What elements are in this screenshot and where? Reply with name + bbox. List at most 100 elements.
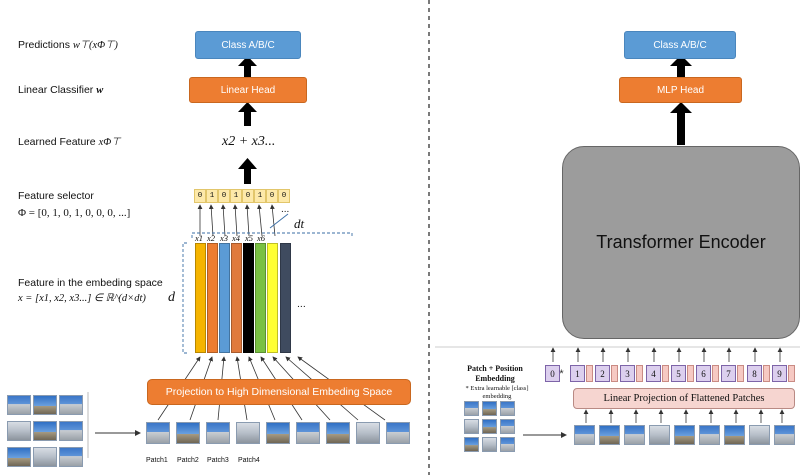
left-class-box: Class A/B/C [195, 31, 301, 59]
feature-label: x1 [195, 233, 204, 243]
patch-tile [176, 422, 200, 444]
transformer-encoder-box: Transformer Encoder [562, 146, 800, 339]
image-tile [33, 447, 57, 467]
patch-tile [699, 425, 720, 445]
position-token: 2 [595, 365, 610, 382]
thick-arrow-head-to-class [238, 56, 257, 77]
thick-arrow-encoder-to-mlp [670, 102, 692, 145]
selector-bit: 0 [266, 189, 278, 203]
image-tile [500, 401, 515, 416]
bars-bracket [182, 213, 353, 354]
token-arrows [550, 347, 783, 362]
image-tile [33, 421, 57, 441]
position-token: 0 [545, 365, 560, 382]
patch-label: Patch3 [207, 457, 229, 464]
image-tile [464, 419, 479, 434]
image-tile [464, 437, 479, 452]
embedding-bar [243, 243, 254, 353]
dt-label: dt [294, 216, 305, 231]
patch-tile [749, 425, 770, 445]
image-tile [464, 401, 479, 416]
selector-bit: 0 [242, 189, 254, 203]
embedding-bar [195, 243, 206, 353]
position-token: 1 [570, 365, 585, 382]
thick-arrow-feature-to-head [238, 102, 257, 126]
image-tile [59, 447, 83, 467]
feature-selector-label: Feature selector [18, 190, 94, 202]
selector-ellipsis: ... [281, 204, 290, 215]
linear-head-box: Linear Head [189, 77, 307, 103]
extra-embedding-note: * Extra learnable [class] embedding [465, 385, 529, 400]
patch-label: Patch4 [238, 457, 260, 464]
learned-feature-label: Learned Feature xΦ⊤ [18, 136, 121, 148]
patch-label: Patch2 [177, 457, 199, 464]
mlp-head-box: MLP Head [619, 77, 742, 103]
bars-ellipsis: ... [297, 298, 306, 310]
x-definition: x = [x1, x2, x3...] ∈ ℝ^(d×dt) [18, 293, 146, 304]
patch-position-title: Patch + Position Embedding [467, 364, 523, 383]
patch-tile [599, 425, 620, 445]
patch-tile [624, 425, 645, 445]
class-token-marker: * [559, 367, 564, 380]
feature-label: x6 [257, 233, 266, 243]
feature-label: x5 [245, 233, 254, 243]
phi-definition: Φ = [0, 1, 0, 1, 0, 0, 0, ...] [18, 207, 131, 219]
position-token: 4 [646, 365, 661, 382]
patch-tile [356, 422, 380, 444]
thick-arrow-selector-to-feature [238, 158, 257, 184]
image-tile [7, 421, 31, 441]
right-class-box: Class A/B/C [624, 31, 736, 59]
image-tile [500, 437, 515, 452]
image-tile [7, 447, 31, 467]
embedding-bar [207, 243, 218, 353]
embedding-bar [231, 243, 242, 353]
patch-tile [266, 422, 290, 444]
patch-tile [774, 425, 795, 445]
patch-tile [674, 425, 695, 445]
selector-bit: 1 [206, 189, 218, 203]
selector-bit: 0 [194, 189, 206, 203]
patch-tile [296, 422, 320, 444]
patch-label: Patch1 [146, 457, 168, 464]
patch-tile [236, 422, 260, 444]
linear-projection-box: Linear Projection of Flattened Patches [573, 388, 795, 409]
image-tile [59, 395, 83, 415]
image-tile [482, 401, 497, 416]
patch-tile [326, 422, 350, 444]
position-token: 9 [772, 365, 787, 382]
selector-bit: 1 [230, 189, 242, 203]
image-tile [482, 419, 497, 434]
position-token: 3 [620, 365, 635, 382]
patch-to-proj-arrows [583, 409, 785, 423]
image-tile [482, 437, 497, 452]
patch-tile [386, 422, 410, 444]
position-token: 5 [671, 365, 686, 382]
predictions-label: Predictions w⊤(xΦ⊤) [18, 39, 118, 51]
position-token: 8 [747, 365, 762, 382]
linear-classifier-label: Linear Classifier w [18, 84, 104, 96]
selector-bit: 0 [278, 189, 290, 203]
patch-tile [649, 425, 670, 445]
embedding-bar [219, 243, 230, 353]
embedding-space-label: Feature in the embeding space [18, 277, 163, 289]
feature-label: x4 [232, 233, 241, 243]
feature-label: x2 [207, 233, 216, 243]
patch-tile [146, 422, 170, 444]
thick-arrow-mlp-to-class [670, 55, 692, 78]
embedding-bar [280, 243, 291, 353]
projection-box: Projection to High Dimensional Embeding … [147, 379, 411, 405]
position-token: 6 [696, 365, 711, 382]
embedding-bar [267, 243, 278, 353]
patch-tile [574, 425, 595, 445]
selector-bit: 1 [254, 189, 266, 203]
d-label: d [168, 290, 175, 305]
image-tile [500, 419, 515, 434]
selector-bit: 0 [218, 189, 230, 203]
linear-projection-label: Linear Projection of Flattened Patches [603, 393, 765, 404]
image-tile [33, 395, 57, 415]
transformer-encoder-label: Transformer Encoder [596, 232, 766, 252]
selector-arrows [197, 204, 276, 237]
patch-tile [206, 422, 230, 444]
embedding-bar [255, 243, 266, 353]
